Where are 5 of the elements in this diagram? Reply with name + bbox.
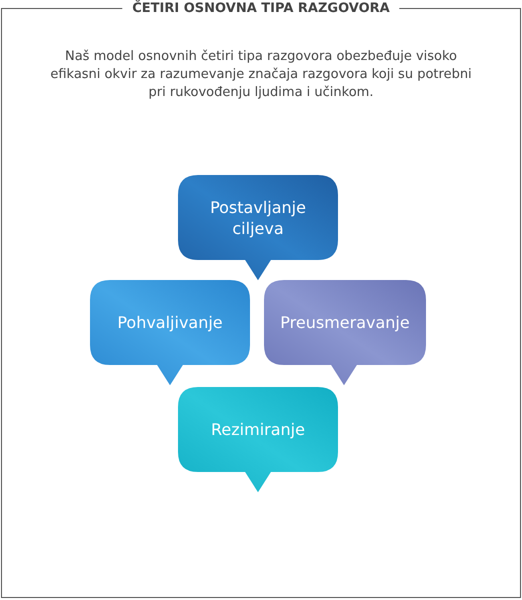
bubble-text: Preusmeravanje: [279, 312, 411, 333]
bubble-text: Pohvaljivanje: [116, 312, 224, 333]
description-text: Naš model osnovnih četiri tipa razgovora obezbeđuje visoko efikasni okvir za razumevanje značaja razgovora koji su potrebni pri rukovođenju ljudima i učinkom.: [49, 48, 473, 102]
bubble-text: Postavljanje ciljeva: [209, 196, 307, 238]
bubble-text: Rezimiranje: [210, 419, 306, 440]
